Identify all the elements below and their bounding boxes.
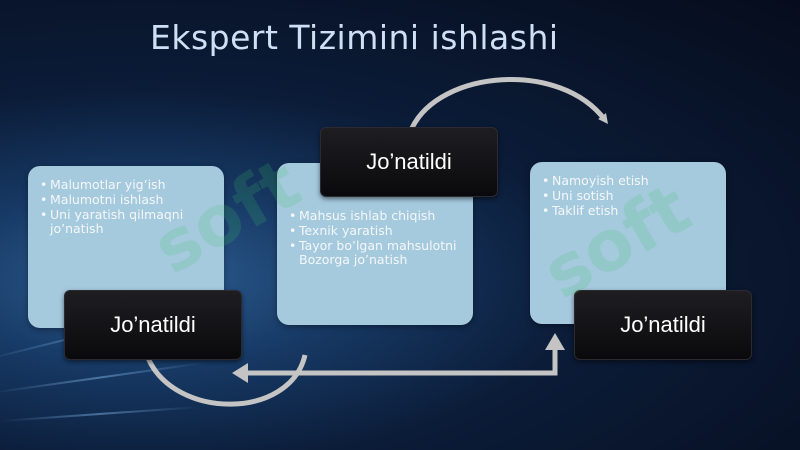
list-item: Malumotni ishlash <box>40 193 216 208</box>
card-list: Malumotlar yig’ish Malumotni ishlash Uni… <box>28 166 224 236</box>
list-item: Malumotlar yig’ish <box>40 178 216 193</box>
status-label-sent: Jo’natildi <box>64 290 242 360</box>
list-item: Uni sotish <box>542 189 718 204</box>
list-item: Uni yaratish qilmaqni jo’natish <box>40 208 216 236</box>
list-item: Mahsus ishlab chiqish <box>289 209 465 224</box>
slide-title: Ekspert Tizimini ishlashi <box>150 18 559 57</box>
list-item: Tayor bo’lgan mahsulotni Bozorga jo’nati… <box>289 239 465 267</box>
connector-arrowhead-left <box>232 363 248 383</box>
status-label-sent: Jo’natildi <box>574 290 752 360</box>
connector-arrowhead-up <box>545 333 565 350</box>
list-item: Taklif etish <box>542 204 718 219</box>
list-item: Namoyish etish <box>542 174 718 189</box>
status-label-sent: Jo’natildi <box>320 127 498 197</box>
card-list: Namoyish etish Uni sotish Taklif etish <box>530 162 726 219</box>
list-item: Texnik yaratish <box>289 224 465 239</box>
process-card-produce: Mahsus ishlab chiqish Texnik yaratish Ta… <box>277 163 473 325</box>
card-list: Mahsus ishlab chiqish Texnik yaratish Ta… <box>277 163 473 267</box>
connector-arrow-left <box>245 350 558 376</box>
arc-arrow-top <box>409 77 609 130</box>
arc-arrow-bottom-left <box>145 354 308 407</box>
